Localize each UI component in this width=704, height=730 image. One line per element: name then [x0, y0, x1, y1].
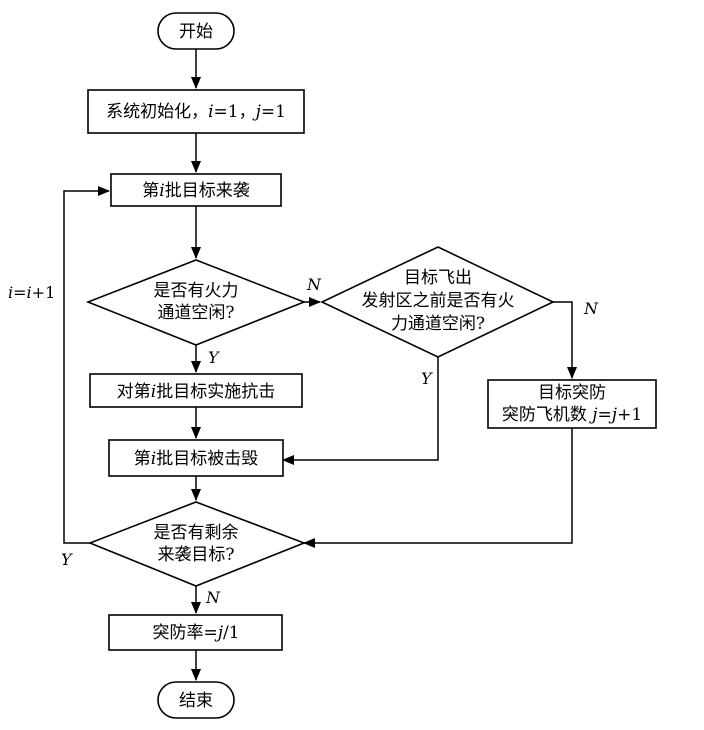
before-exit-line3: 力通道空闲? — [391, 314, 485, 334]
penetrate-line1: 目标突防 — [538, 383, 606, 403]
remaining-no-label: N — [205, 588, 221, 607]
before-exit-line1: 目标飞出 — [404, 268, 472, 288]
rate-label: 突防率=j/1 — [152, 623, 239, 643]
destroyed-label: 第i批目标被击毁 — [134, 449, 258, 469]
channel-no-label: N — [306, 275, 322, 294]
arrow-before-no — [553, 301, 577, 379]
connectors — [63, 49, 577, 681]
attack-label: 对第i批目标实施抗击 — [117, 382, 275, 402]
penetrate-box: 目标突防 突防飞机数 j=j+1 — [487, 379, 657, 429]
batch-label: 第i批目标来袭 — [142, 181, 249, 201]
arrow-penetrate-to-remaining — [303, 428, 573, 548]
end-label: 结束 — [179, 691, 213, 711]
arrow-before-yes — [282, 357, 439, 465]
end-node: 结束 — [157, 681, 235, 719]
remaining-question: 是否有剩余 来袭目标? — [87, 501, 307, 587]
increment-label: i=i+1 — [8, 283, 55, 302]
init-box: 系统初始化，i=1，j=1 — [87, 89, 305, 134]
channel-yes-label: Y — [208, 348, 220, 367]
arrow-loop-back — [63, 186, 110, 544]
destroyed-box: 第i批目标被击毁 — [108, 439, 284, 477]
channel-question: 是否有火力 通道空闲? — [85, 259, 307, 346]
remaining-line1: 是否有剩余 — [154, 523, 239, 543]
start-node: 开始 — [157, 12, 235, 50]
attack-box: 对第i批目标实施抗击 — [89, 373, 303, 408]
start-label: 开始 — [179, 22, 213, 42]
rate-box: 突防率=j/1 — [108, 614, 283, 651]
channel-question-line2: 通道空闲? — [157, 303, 234, 323]
init-label: 系统初始化，i=1，j=1 — [106, 102, 286, 122]
penetrate-line2: 突防飞机数 j=j+1 — [502, 405, 642, 425]
before-exit-question: 目标飞出 发射区之前是否有火 力通道空闲? — [320, 246, 555, 358]
channel-question-line1: 是否有火力 — [154, 281, 239, 301]
batch-box: 第i批目标来袭 — [110, 173, 282, 207]
before-exit-line2: 发射区之前是否有火 — [362, 291, 515, 311]
remaining-line2: 来袭目标? — [157, 545, 234, 565]
before-no-label: N — [583, 299, 599, 318]
remaining-yes-label: Y — [61, 550, 73, 569]
before-yes-label: Y — [421, 369, 433, 388]
